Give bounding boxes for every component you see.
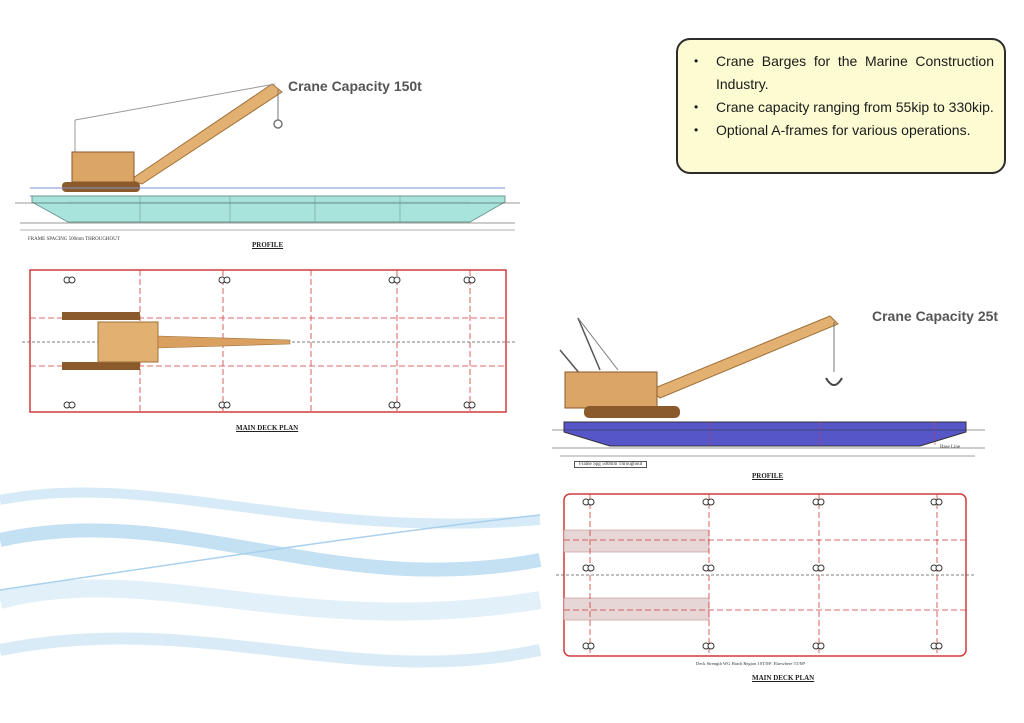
large-deck-title: MAIN DECK PLAN (236, 424, 299, 432)
small-deck-note: Deck Strength WG Hatch Region 10T/M², El… (696, 661, 806, 666)
large-deck-outline (29, 269, 507, 413)
large-crane-body (71, 151, 135, 183)
small-frame-note: Frame Spg 500mm Throughout (574, 461, 648, 468)
small-profile-title: PROFILE (752, 472, 784, 480)
small-hull (563, 421, 967, 447)
small-deck-outline (563, 493, 967, 657)
large-crane-capacity-label: Crane Capacity 150t (288, 78, 422, 94)
callout-bullet: Crane Barges for the Marine Construction… (690, 50, 994, 96)
large-boom-plan (157, 335, 291, 349)
small-crane-body (564, 371, 658, 409)
callout-bullet: Crane capacity ranging from 55kip to 330… (690, 96, 994, 119)
large-hull (31, 195, 506, 223)
small-crane-capacity-label: Crane Capacity 25t (872, 308, 999, 324)
grab-bucket-icon (825, 377, 843, 386)
small-crane-track (584, 406, 680, 418)
callout-bullet: Optional A-frames for various operations… (690, 119, 994, 142)
base-line-label: Base Line (940, 445, 961, 450)
large-frame-note: FRAME SPACING 500mm THROUGHOUT (28, 237, 120, 242)
hook-icon (273, 119, 283, 129)
features-callout: Crane Barges for the Marine Construction… (676, 38, 1006, 174)
large-crane-track (62, 182, 140, 192)
large-profile-title: PROFILE (252, 241, 284, 249)
small-deck-title: MAIN DECK PLAN (752, 674, 815, 682)
